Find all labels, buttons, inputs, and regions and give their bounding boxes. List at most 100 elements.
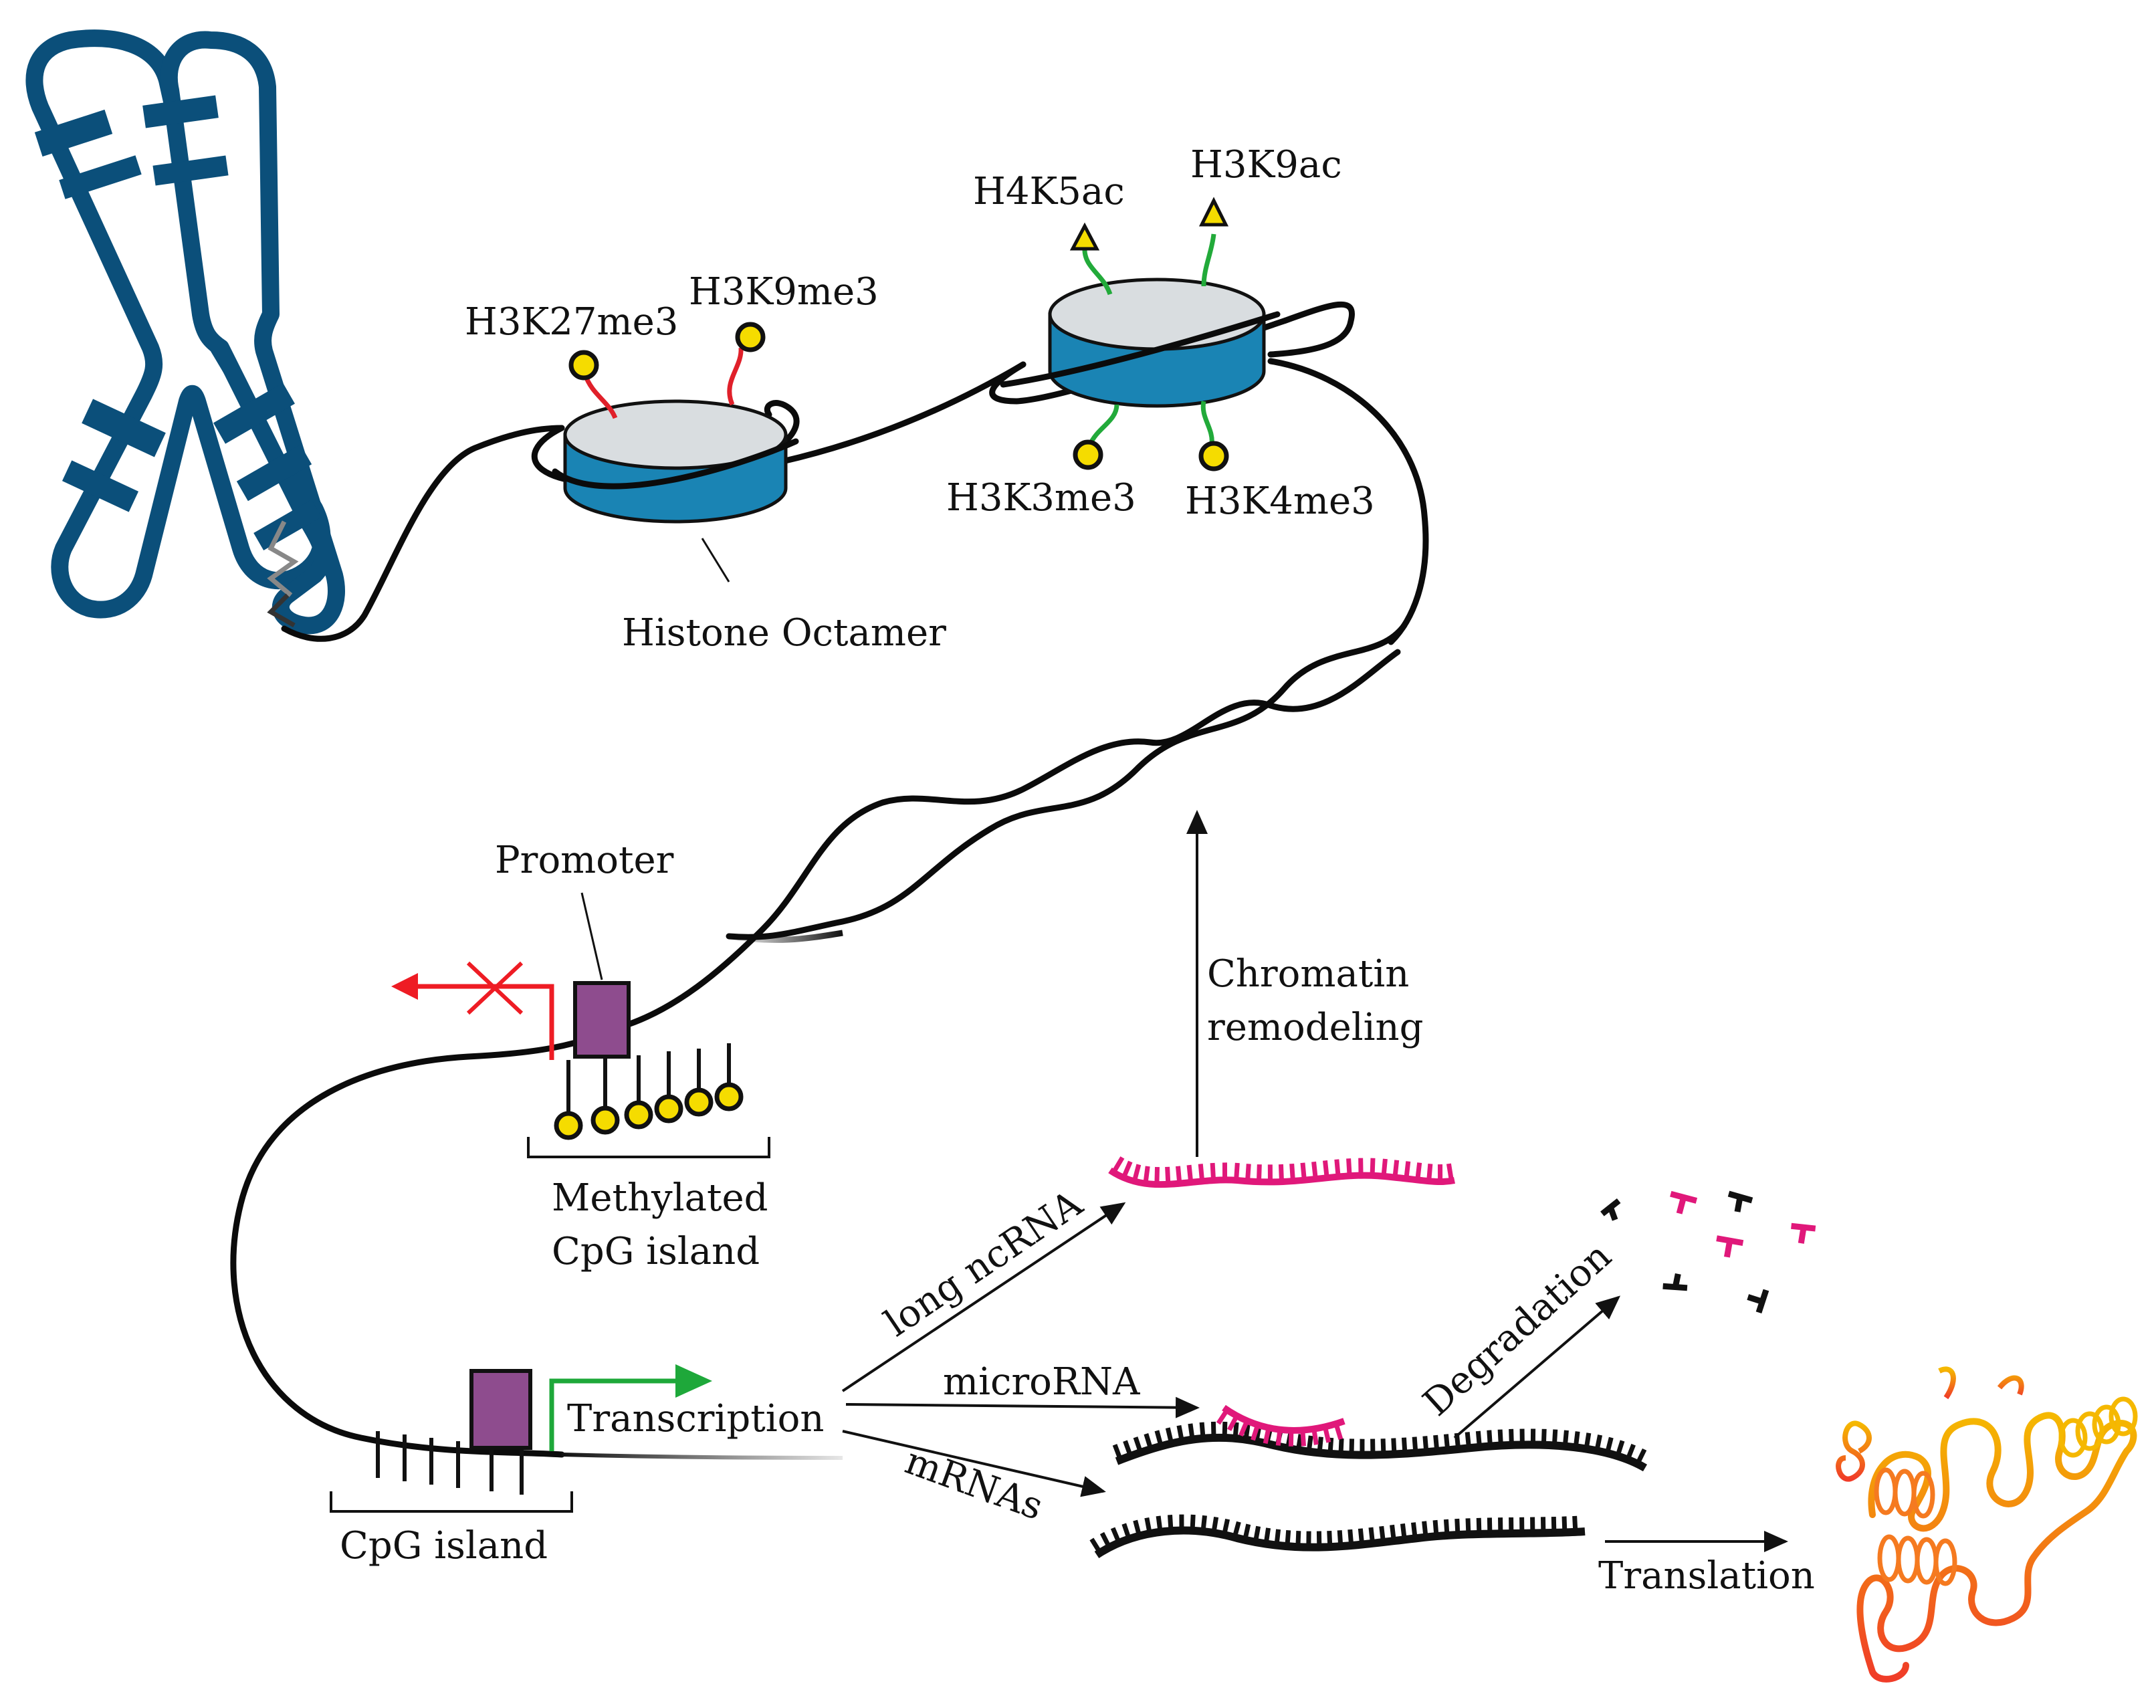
rna-base-tick [1454, 1432, 1461, 1450]
label-transcription: Transcription [567, 1397, 824, 1440]
rna-base-tick [1154, 1430, 1164, 1447]
rna-base-tick [1390, 1524, 1396, 1541]
rna-base-tick [1432, 1519, 1439, 1537]
rna-base-tick [1311, 1161, 1318, 1180]
rna-base-tick [1144, 1517, 1152, 1534]
rna-base-tick [1311, 1428, 1319, 1445]
rna-base-tick [1446, 1163, 1454, 1182]
gene-dna-loop [230, 1023, 843, 1460]
rna-base-tick [1306, 1435, 1313, 1453]
rna-base-tick [1123, 1440, 1133, 1457]
histone-leader-line [701, 538, 730, 582]
rna-base-tick [1188, 1423, 1195, 1440]
label-degradation: Degradation [1415, 1235, 1620, 1425]
rna-base-tick [1156, 1515, 1163, 1533]
label-methylated-line1: Methylated [552, 1176, 768, 1220]
rna-base-tick [1245, 1164, 1251, 1182]
label-chromatin-line2: remodeling [1207, 1006, 1423, 1049]
label-chromatin-line1: Chromatin [1207, 952, 1409, 996]
rna-base-tick [1190, 1514, 1196, 1531]
rna-base-tick [1275, 1429, 1283, 1446]
label-microrna: microRNA [943, 1360, 1140, 1404]
repressive-marks [568, 322, 766, 419]
rna-base-tick [1368, 1527, 1376, 1544]
rna-base-tick [1238, 1420, 1250, 1436]
label-h3k4me3: H3K4me3 [1185, 479, 1375, 523]
rna-base-tick [1232, 1422, 1239, 1439]
rna-base-tick [1251, 1424, 1261, 1441]
rna-base-tick [1573, 1431, 1580, 1448]
rna-base-tick [1232, 1521, 1241, 1538]
rna-base-tick [1454, 1518, 1461, 1535]
rna-base-tick [1625, 1443, 1636, 1461]
rna-base-tick [1295, 1531, 1301, 1547]
rna-base-tick [1509, 1428, 1514, 1446]
rna-base-tick [1222, 1518, 1230, 1535]
rna-base-tick [1133, 1519, 1142, 1537]
label-mrnas: mRNAs [899, 1439, 1049, 1529]
mrna-strand [1089, 1514, 1586, 1558]
rna-base-tick [1211, 1516, 1219, 1533]
rna-base-tick [1143, 1166, 1150, 1184]
rna-base-tick [1465, 1432, 1472, 1449]
h3k3me3-methyl-mark [1073, 439, 1103, 470]
label-h3k27me3: H3K27me3 [465, 300, 678, 344]
rna-base-tick [1243, 1523, 1251, 1541]
rna-base-tick [1216, 1408, 1229, 1425]
blocked-tss-arrowhead [391, 973, 418, 1000]
label-h3k9ac: H3K9ac [1190, 143, 1342, 187]
rna-base-tick [1426, 1164, 1433, 1182]
rna-base-tick [1443, 1434, 1450, 1451]
label-long-ncrna: long ncRNA [877, 1182, 1090, 1346]
histone-octamer-repressive [552, 399, 799, 524]
histone-octamer-active [1000, 278, 1281, 408]
rna-base-tick [1154, 1166, 1160, 1185]
promoter-box-active [469, 1369, 532, 1450]
folded-protein [1836, 1366, 2138, 1683]
rna-base-tick [1615, 1440, 1625, 1457]
label-h3k9me3: H3K9me3 [689, 270, 879, 314]
rna-base-tick [1346, 1158, 1352, 1176]
rna-base-tick [1551, 1516, 1557, 1533]
rna-base-tick [1497, 1429, 1503, 1446]
transcription-arrows [841, 810, 1788, 1552]
rna-base-tick [1131, 1164, 1142, 1182]
rna-base-tick [1295, 1434, 1303, 1451]
rna-base-tick [1089, 1537, 1103, 1554]
rna-base-tick [1317, 1436, 1323, 1453]
rna-base-tick [1300, 1162, 1307, 1181]
rna-base-tick [1327, 1530, 1333, 1547]
label-translation: Translation [1598, 1554, 1815, 1598]
rna-base-tick [1322, 1160, 1329, 1178]
rna-base-tick [1541, 1428, 1547, 1445]
rna-base-tick [1337, 1530, 1343, 1547]
label-cpg-island: CpG island [340, 1524, 548, 1568]
rna-base-tick [1465, 1518, 1471, 1535]
active-cpg-island [330, 1364, 712, 1513]
rna-base-tick [1422, 1436, 1429, 1453]
rna-base-tick [1133, 1436, 1144, 1454]
rna-base-tick [1443, 1519, 1450, 1536]
rna-base-tick [1358, 1528, 1365, 1545]
rna-base-tick [1198, 1164, 1205, 1182]
rna-base-tick [1110, 1527, 1121, 1544]
rna-base-tick [1263, 1527, 1271, 1545]
telomere-unwinding [267, 520, 299, 628]
h3k27me3-methyl-mark [568, 350, 599, 381]
rna-base-tick [1392, 1160, 1400, 1178]
long-ncrna-strand [1108, 1156, 1455, 1188]
rna-base-tick [1381, 1158, 1388, 1177]
rna-base-tick [1380, 1438, 1386, 1455]
chromosome [25, 29, 345, 635]
rna-base-tick [1167, 1514, 1174, 1531]
rna-base-tick [1210, 1421, 1216, 1438]
rna-base-tick [1111, 1156, 1125, 1174]
rna-base-tick [1379, 1525, 1386, 1543]
h4k5ac-acetyl-mark [1069, 222, 1100, 251]
rna-base-tick [1210, 1162, 1216, 1181]
rna-base-tick [1635, 1448, 1647, 1465]
rna-base-tick [1263, 1427, 1271, 1445]
microrna-mrna-complex [1112, 1404, 1648, 1472]
rna-base-tick [1253, 1525, 1261, 1543]
rna-base-tick [1487, 1430, 1493, 1447]
